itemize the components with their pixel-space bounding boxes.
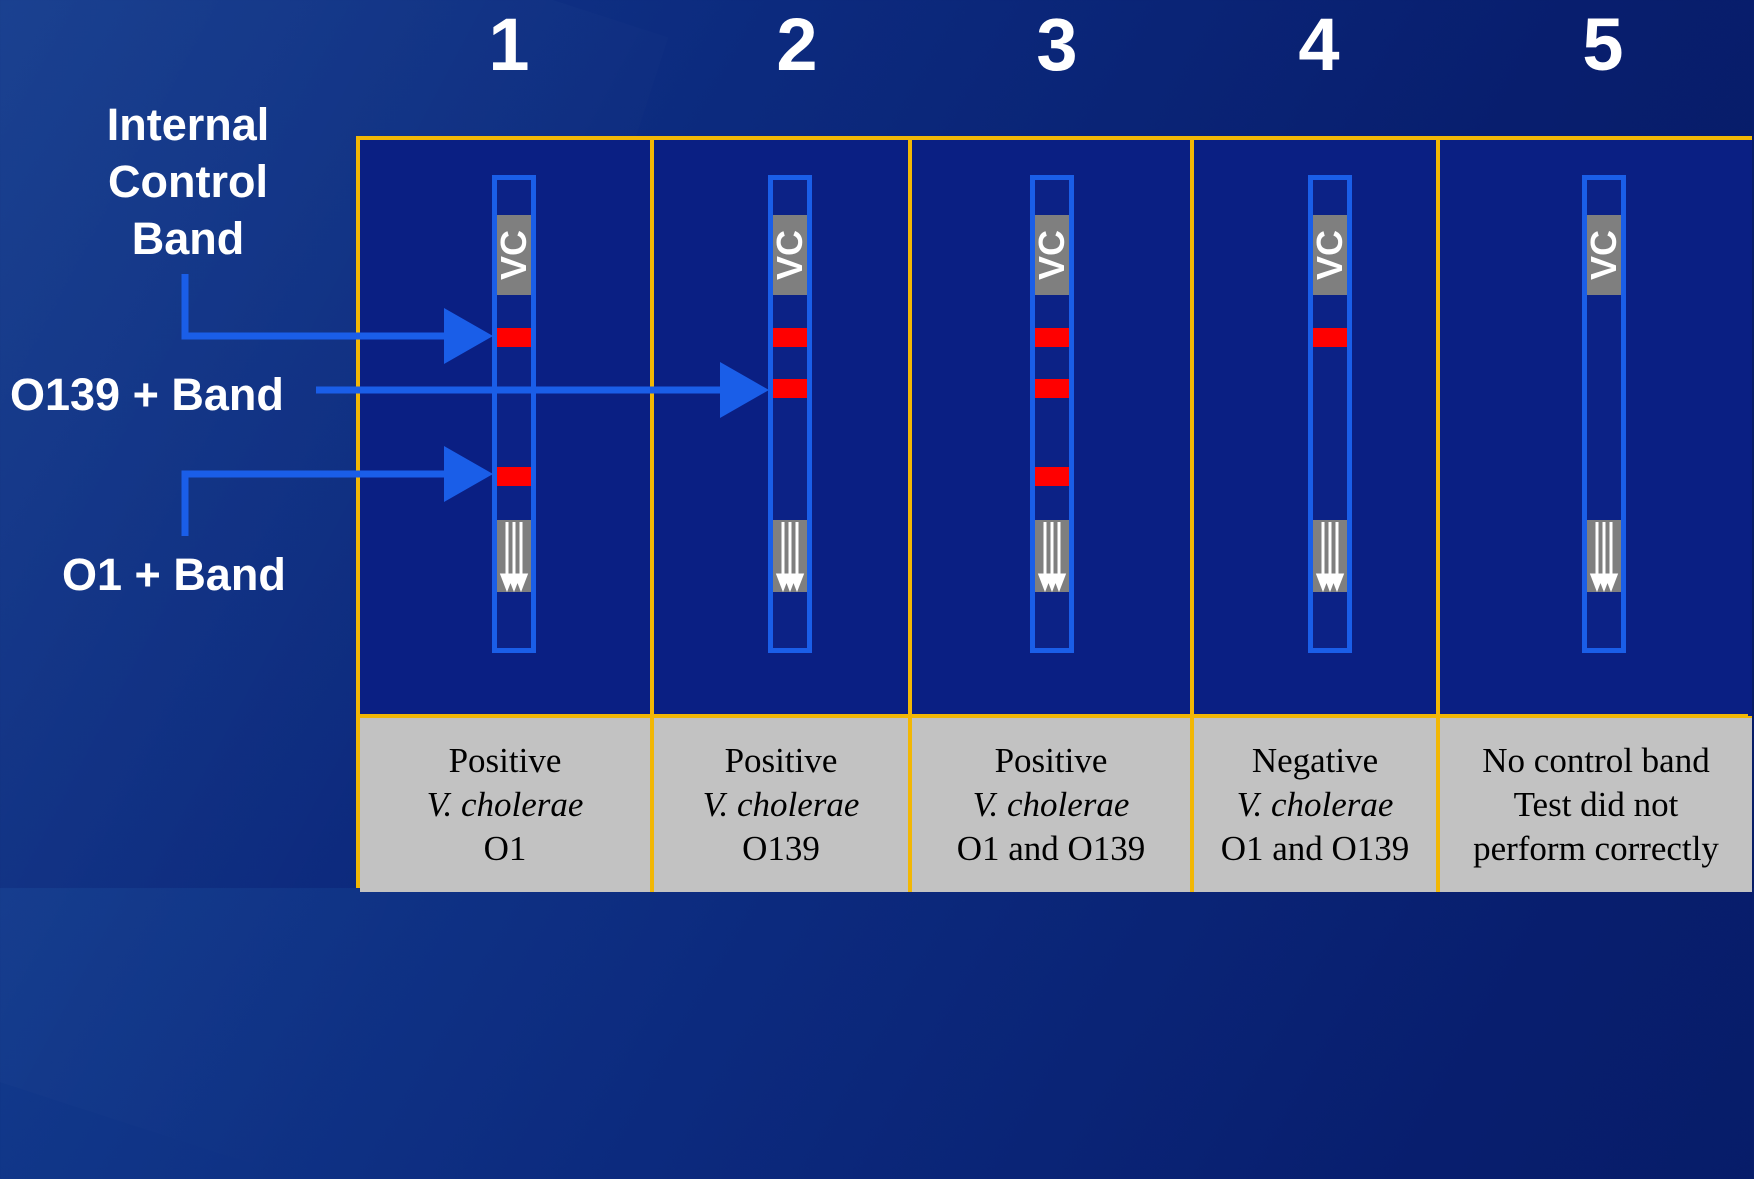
grid-divider xyxy=(1190,140,1194,892)
result-status: Positive xyxy=(724,741,838,780)
lane-number-5: 5 xyxy=(1582,3,1624,86)
vc-marker: VC xyxy=(1309,215,1350,295)
result-organism: V. cholerae xyxy=(1236,785,1394,824)
internal-control-band-label: Internal Control Band xyxy=(88,96,288,267)
vc-marker-label: VC xyxy=(1583,229,1624,281)
control-band xyxy=(1313,328,1347,347)
result-status: Negative xyxy=(1251,741,1379,780)
control-band xyxy=(497,328,531,347)
grid-divider xyxy=(1436,140,1440,892)
control-band xyxy=(773,328,807,347)
result-lane-4: Negative V. cholerae O1 and O139 xyxy=(1194,718,1436,892)
result-serogroup: O139 xyxy=(742,829,820,868)
sample-pad xyxy=(1587,520,1621,593)
result-organism: V. cholerae xyxy=(972,785,1130,824)
vc-marker: VC xyxy=(1031,215,1072,295)
flow-arrows-icon xyxy=(775,522,805,593)
o139-band-label: O139 + Band xyxy=(10,369,284,420)
result-serogroup: O1 xyxy=(483,829,527,868)
o1-band-label: O1 + Band xyxy=(62,549,286,600)
vc-marker-label: VC xyxy=(1031,229,1072,281)
internal-control-label-line: Internal xyxy=(106,99,270,150)
o1-band xyxy=(497,467,531,486)
test-strip: VC xyxy=(1308,175,1352,653)
lane-number-3: 3 xyxy=(1036,3,1078,86)
sample-pad xyxy=(1313,520,1347,593)
grid-divider xyxy=(650,140,654,892)
vc-marker: VC xyxy=(769,215,810,295)
result-lane-2: Positive V. cholerae O139 xyxy=(654,718,908,892)
lane-number-1: 1 xyxy=(488,3,530,86)
vc-marker: VC xyxy=(1583,215,1624,295)
internal-control-label-line: Control xyxy=(108,156,268,207)
grid-divider-horizontal xyxy=(360,714,1748,718)
flow-arrows-icon xyxy=(499,522,529,593)
vc-marker-label: VC xyxy=(1309,229,1350,281)
flow-arrows-icon xyxy=(1589,522,1619,593)
vc-marker-label: VC xyxy=(493,229,534,281)
test-strip: VC xyxy=(1582,175,1626,653)
lane-number-4: 4 xyxy=(1298,3,1340,86)
result-status: Positive xyxy=(448,741,562,780)
result-lane-5: No control band Test did not perform cor… xyxy=(1440,718,1752,892)
result-serogroup: O1 and O139 xyxy=(956,829,1146,868)
result-organism: V. cholerae xyxy=(702,785,860,824)
sample-pad xyxy=(497,520,531,593)
result-lane-1: Positive V. cholerae O1 xyxy=(360,718,650,892)
result-serogroup: O1 and O139 xyxy=(1220,829,1410,868)
lane-number-2: 2 xyxy=(776,3,818,86)
result-status: No control band xyxy=(1482,741,1710,780)
flow-arrows-icon xyxy=(1037,522,1067,593)
o139-band xyxy=(773,379,807,398)
o1-band xyxy=(1035,467,1069,486)
result-note: perform correctly xyxy=(1473,829,1719,868)
vc-marker-label: VC xyxy=(769,229,810,281)
test-strip: VC xyxy=(492,175,536,653)
internal-control-label-line: Band xyxy=(131,213,245,264)
result-organism: V. cholerae xyxy=(426,785,584,824)
result-lane-3: Positive V. cholerae O1 and O139 xyxy=(912,718,1190,892)
result-note: Test did not xyxy=(1513,785,1679,824)
result-status: Positive xyxy=(994,741,1108,780)
test-strip: VC xyxy=(1030,175,1074,653)
sample-pad xyxy=(773,520,807,593)
sample-pad xyxy=(1035,520,1069,593)
grid-divider xyxy=(908,140,912,892)
vc-marker: VC xyxy=(493,215,534,295)
flow-arrows-icon xyxy=(1315,522,1345,593)
control-band xyxy=(1035,328,1069,347)
o139-band xyxy=(1035,379,1069,398)
test-strip: VC xyxy=(768,175,812,653)
